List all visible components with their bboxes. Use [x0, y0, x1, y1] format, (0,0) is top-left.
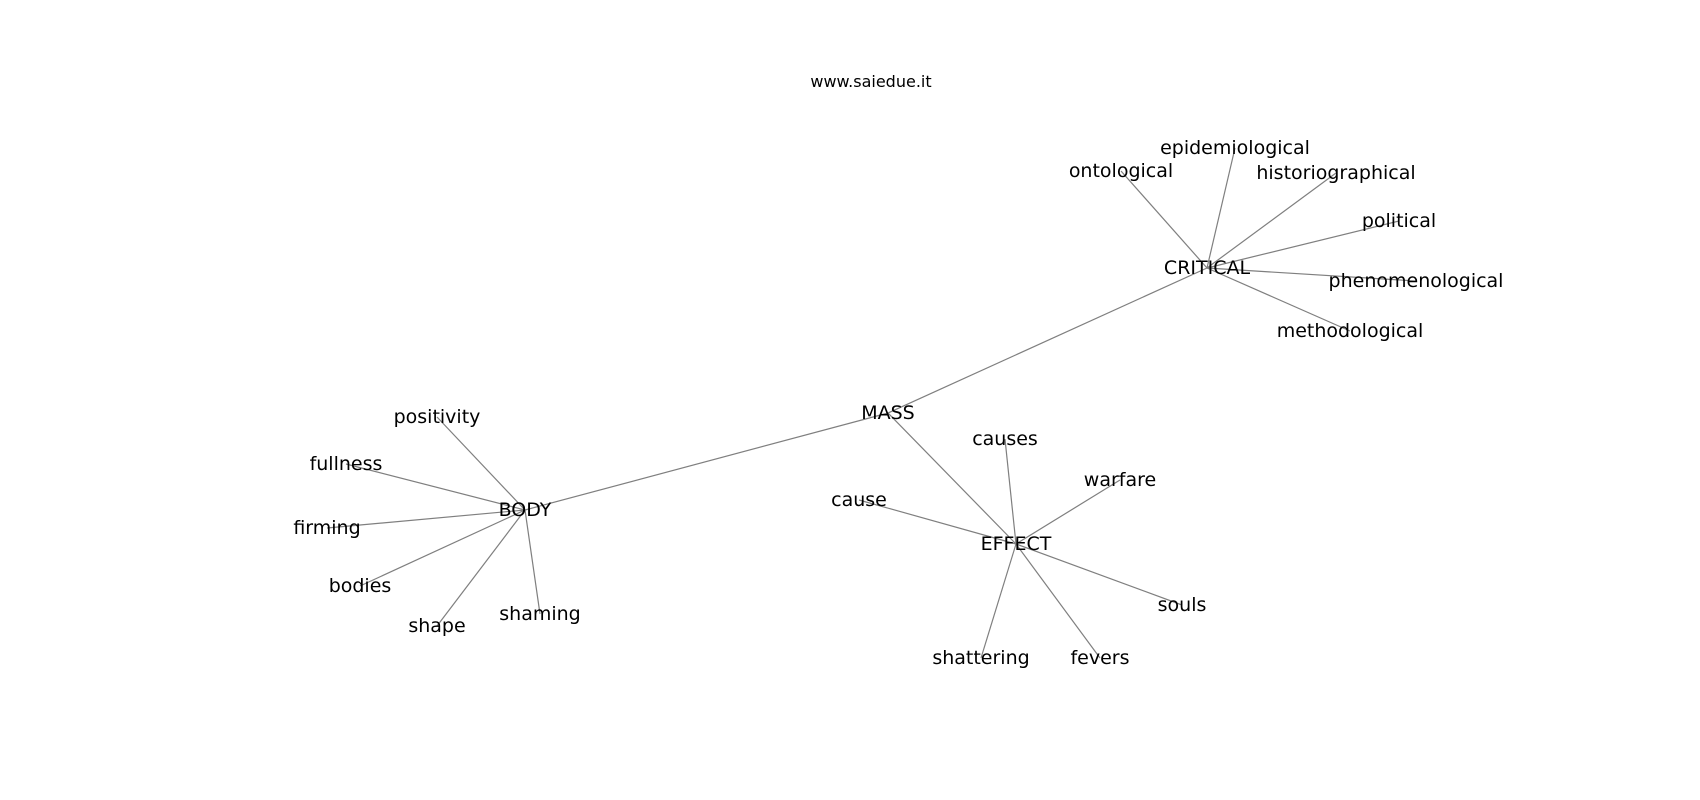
- node-souls: souls: [1158, 594, 1207, 616]
- edge-body-firming: [326, 509, 526, 529]
- edge-layer: [326, 147, 1417, 659]
- node-positivity: positivity: [394, 406, 481, 428]
- edge-mass-body: [524, 412, 889, 511]
- node-shape: shape: [408, 615, 465, 637]
- node-historiographical: historiographical: [1256, 162, 1415, 184]
- edge-body-fullness: [345, 463, 526, 511]
- node-layer: MASS CRITICAL BODY EFFECT epidemiologicalont…: [293, 137, 1503, 669]
- edge-critical-political: [1206, 220, 1400, 269]
- edge-mass-critical: [887, 267, 1208, 414]
- node-phenomenological: phenomenological: [1329, 270, 1504, 292]
- edge-effect-shattering: [980, 543, 1017, 659]
- edge-body-shape: [436, 509, 526, 627]
- node-warfare: warfare: [1084, 469, 1156, 491]
- edge-effect-souls: [1015, 543, 1183, 606]
- edge-effect-cause: [858, 499, 1017, 545]
- node-body: BODY: [499, 499, 552, 521]
- source-watermark: www.saiedue.it: [810, 72, 931, 91]
- edge-effect-causes: [1004, 438, 1017, 545]
- node-shattering: shattering: [932, 647, 1029, 669]
- edge-critical-epidemiological: [1206, 147, 1236, 269]
- node-methodological: methodological: [1277, 320, 1424, 342]
- node-mass: MASS: [861, 402, 915, 424]
- edge-critical-historiographical: [1206, 172, 1337, 269]
- node-firming: firming: [293, 517, 360, 539]
- edge-critical-ontological: [1120, 170, 1208, 269]
- edge-critical-methodological: [1206, 267, 1351, 332]
- edge-body-shaming: [524, 509, 541, 615]
- edge-body-bodies: [359, 509, 526, 587]
- edge-effect-warfare: [1015, 479, 1121, 545]
- edge-critical-phenomenological: [1206, 267, 1417, 282]
- edge-body-positivity: [436, 416, 526, 511]
- edge-mass-effect: [887, 412, 1017, 545]
- node-cause: cause: [831, 489, 887, 511]
- node-effect: EFFECT: [981, 533, 1052, 555]
- node-epidemiological: epidemiological: [1160, 137, 1310, 159]
- node-ontological: ontological: [1069, 160, 1173, 182]
- node-political: political: [1362, 210, 1436, 232]
- edge-effect-fevers: [1015, 543, 1101, 659]
- node-bodies: bodies: [329, 575, 392, 597]
- node-shaming: shaming: [499, 603, 580, 625]
- node-fullness: fullness: [310, 453, 383, 475]
- node-causes: causes: [972, 428, 1038, 450]
- node-fevers: fevers: [1070, 647, 1129, 669]
- node-critical: CRITICAL: [1164, 257, 1251, 279]
